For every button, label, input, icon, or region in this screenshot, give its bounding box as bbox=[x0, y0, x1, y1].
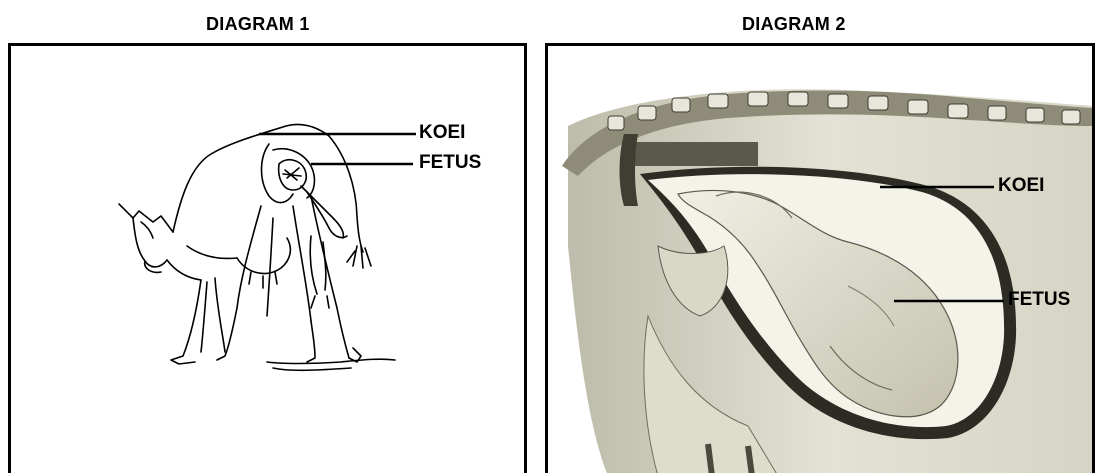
cow-cross-section-illustration bbox=[548, 46, 1092, 473]
diagram-2-title: DIAGRAM 2 bbox=[742, 14, 846, 35]
diagram-2-panel: KOEI FETUS bbox=[545, 43, 1095, 473]
diagram-1-panel: KOEI FETUS bbox=[8, 43, 527, 473]
fetus-label-2: FETUS bbox=[1008, 289, 1070, 311]
koei-label-1: KOEI bbox=[419, 122, 465, 144]
fetus-label-1: FETUS bbox=[419, 152, 481, 174]
cow-line-drawing bbox=[11, 46, 524, 473]
diagram-1-title: DIAGRAM 1 bbox=[206, 14, 310, 35]
koei-label-2: KOEI bbox=[998, 175, 1044, 197]
